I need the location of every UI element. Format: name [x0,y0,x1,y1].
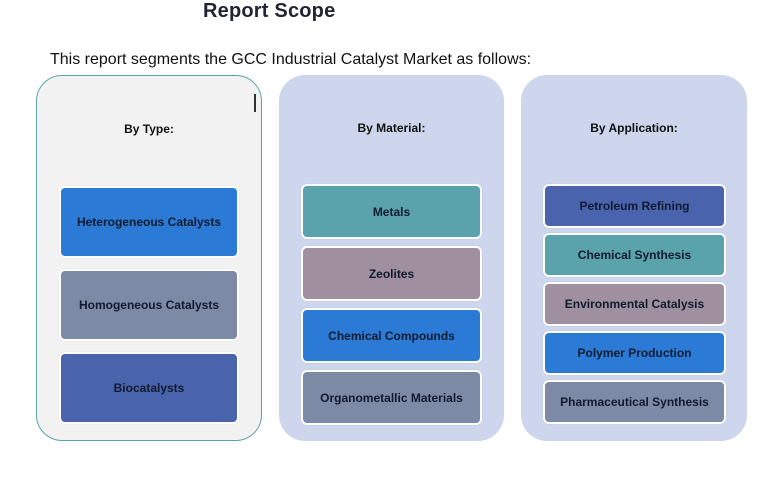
page-title: Report Scope [203,0,336,22]
text-cursor [254,94,256,112]
segment-metals: Metals [301,184,482,239]
segment-organometallic-materials: Organometallic Materials [301,370,482,425]
segment-heterogeneous-catalysts: Heterogeneous Catalysts [59,186,239,258]
panel-heading-material: By Material: [357,121,426,135]
panel-by-type: By Type: Heterogeneous Catalysts Homogen… [36,75,262,441]
panel-heading-application: By Application: [590,121,678,135]
intro-text: This report segments the GCC Industrial … [50,51,532,68]
segment-chemical-compounds: Chemical Compounds [301,308,482,363]
segment-pharmaceutical-synthesis: Pharmaceutical Synthesis [543,380,726,424]
segment-polymer-production: Polymer Production [543,331,726,375]
panel-by-material: By Material: Metals Zeolites Chemical Co… [279,75,504,441]
panel-by-application: By Application: Petroleum Refining Chemi… [521,75,747,441]
segment-zeolites: Zeolites [301,246,482,301]
segment-biocatalysts: Biocatalysts [59,352,239,424]
panel-heading-type: By Type: [124,122,174,136]
segment-environmental-catalysis: Environmental Catalysis [543,282,726,326]
segment-chemical-synthesis: Chemical Synthesis [543,233,726,277]
segment-homogeneous-catalysts: Homogeneous Catalysts [59,269,239,341]
segment-petroleum-refining: Petroleum Refining [543,184,726,228]
